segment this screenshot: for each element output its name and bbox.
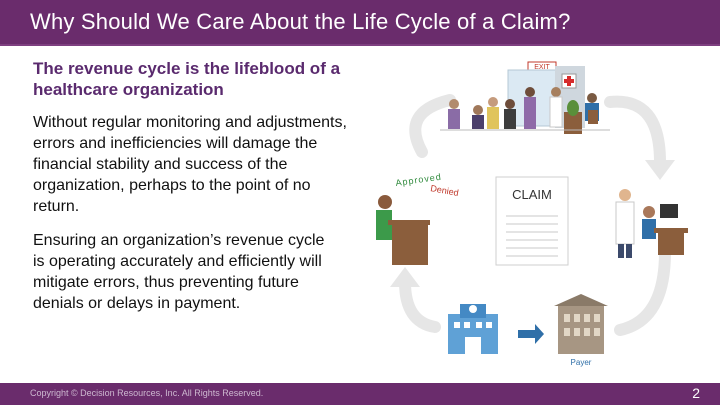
copyright-text: Copyright © Decision Resources, Inc. All…	[30, 388, 263, 398]
payer-label: Payer	[571, 358, 592, 367]
cycle-arrow-top-left	[415, 100, 450, 152]
denied-stamp: Denied	[430, 183, 460, 198]
footer-bar: Copyright © Decision Resources, Inc. All…	[0, 383, 720, 405]
hospital-to-payer-illustration: Payer	[448, 294, 608, 367]
billing-staff-illustration	[376, 195, 430, 265]
body-paragraph-2: Ensuring an organization’s revenue cycle…	[33, 230, 333, 314]
cycle-arrow-bottom-left	[405, 282, 435, 327]
flow-arrow	[518, 324, 544, 344]
arrow-head-up	[390, 267, 420, 287]
slide-subtitle: The revenue cycle is the lifeblood of a …	[33, 58, 353, 100]
arrow-head-down	[645, 160, 675, 180]
waiting-room-illustration: EXIT	[440, 62, 610, 134]
body-paragraph-1: Without regular monitoring and adjustmen…	[33, 112, 353, 217]
cycle-arrow-bottom-right	[620, 252, 665, 330]
slide-title: Why Should We Care About the Life Cycle …	[30, 9, 571, 35]
claim-label: CLAIM	[512, 187, 552, 202]
page-number: 2	[692, 385, 700, 401]
claim-form-icon: CLAIM	[496, 177, 568, 265]
title-bar: Why Should We Care About the Life Cycle …	[0, 0, 720, 46]
provider-illustration	[616, 189, 688, 258]
cycle-arrow-top-right	[610, 102, 660, 162]
title-divider	[0, 44, 720, 46]
claim-lifecycle-diagram: EXIT Approved Denied CLAIM	[360, 52, 720, 374]
